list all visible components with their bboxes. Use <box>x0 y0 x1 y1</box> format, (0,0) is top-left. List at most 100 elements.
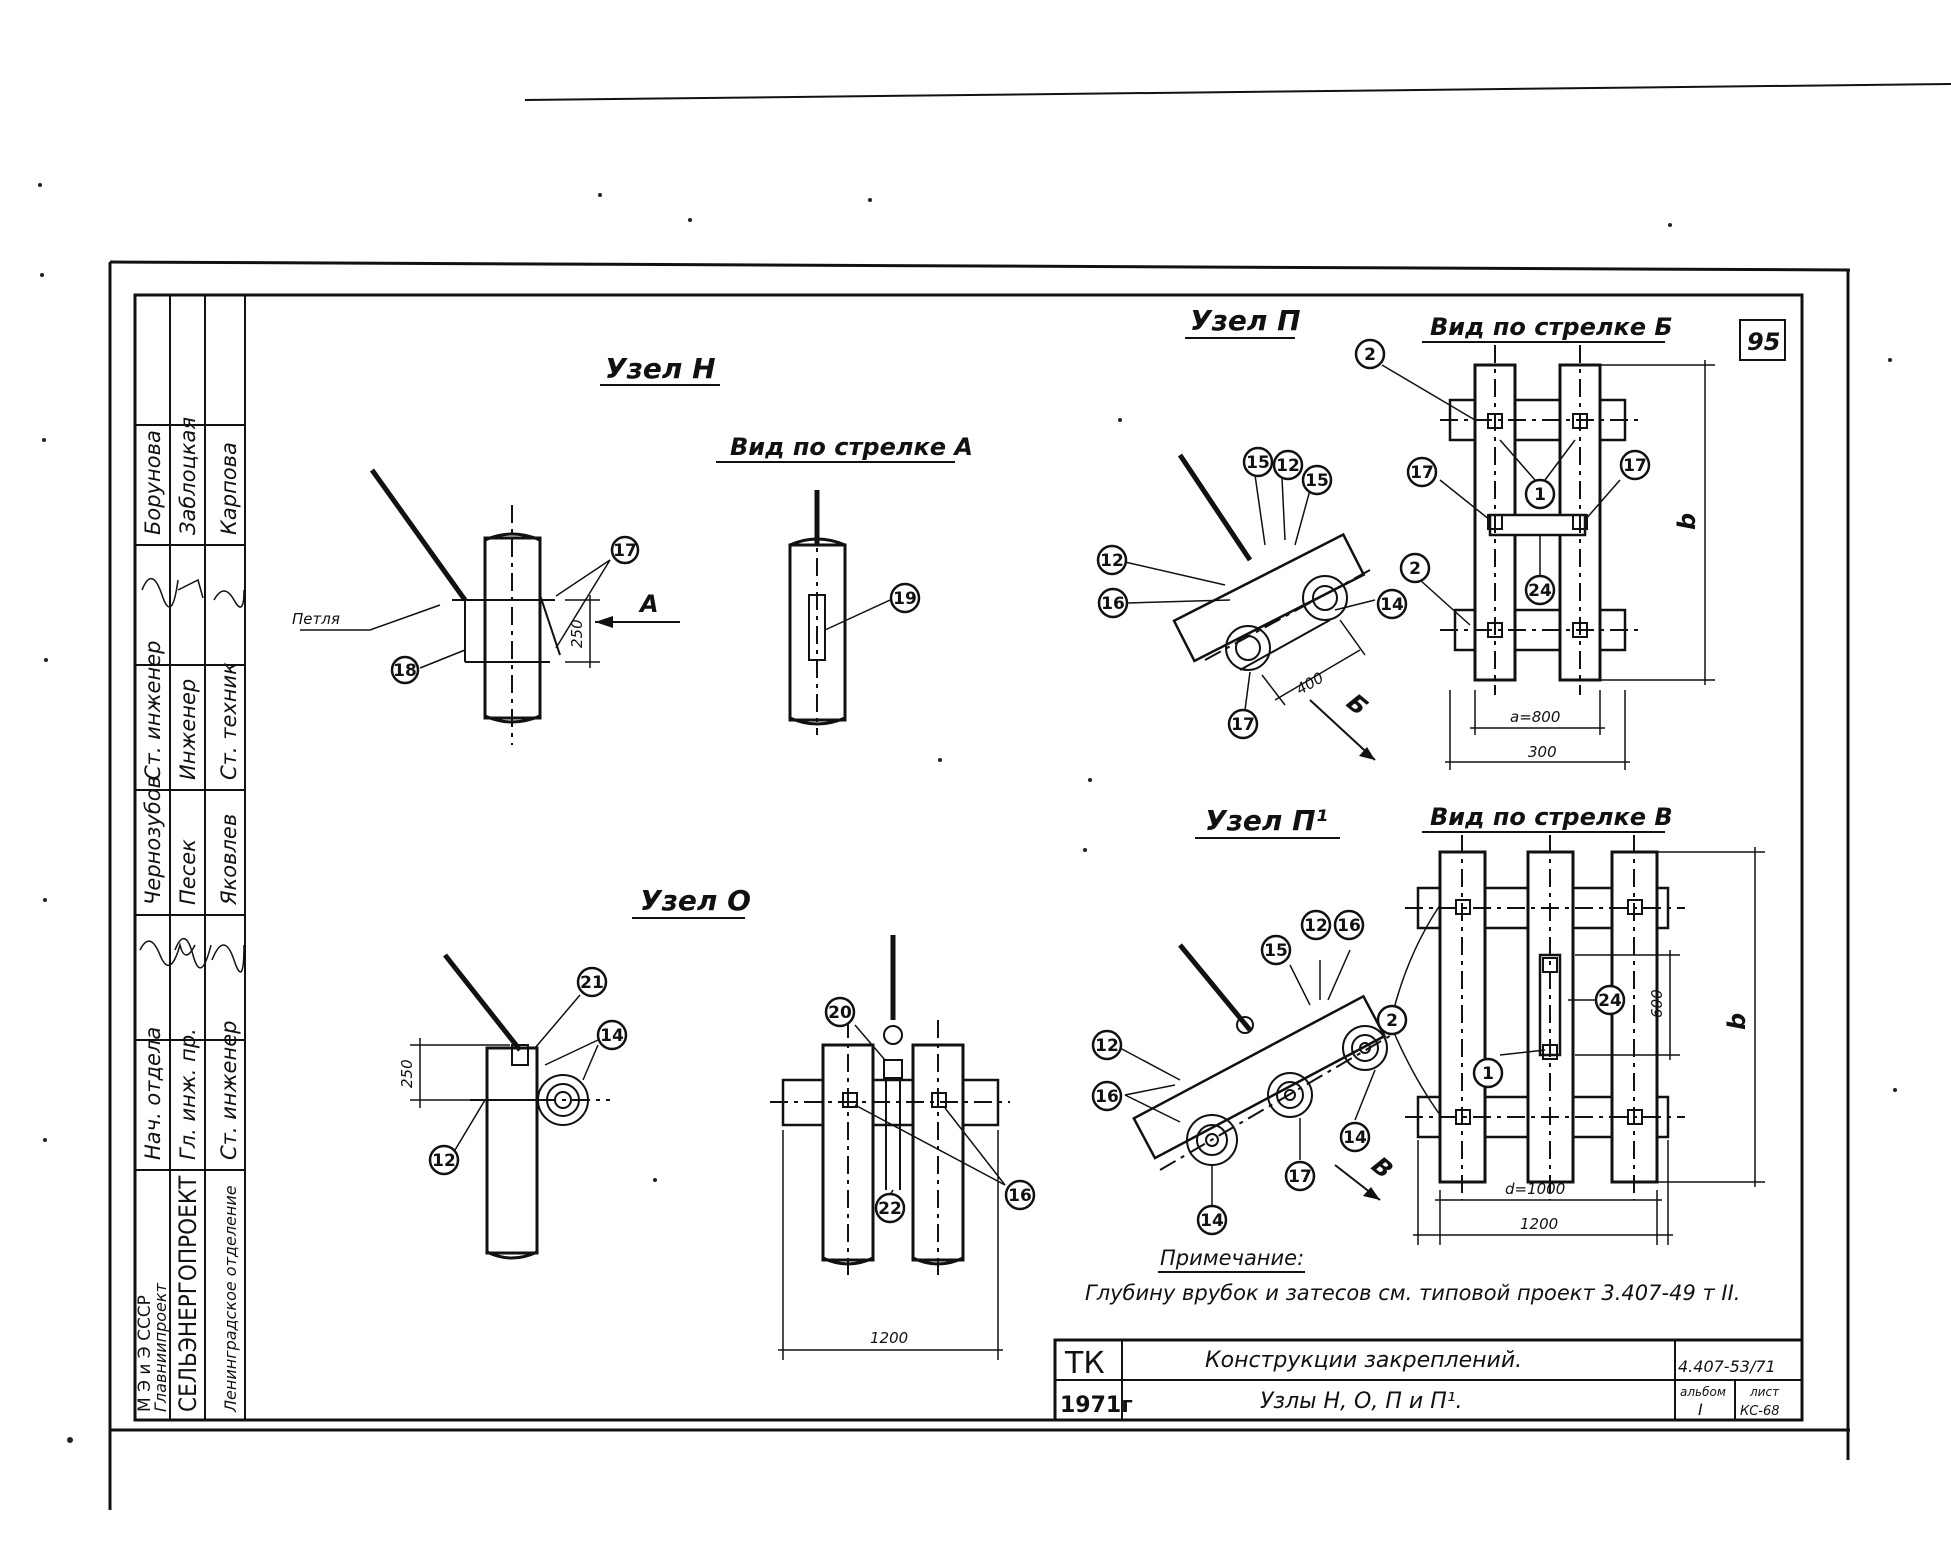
title-line-2: Узлы Н, О, П и П¹. <box>1260 1389 1463 1414</box>
album-label: альбом <box>1680 1385 1726 1399</box>
callout-p1-16: 16 <box>1091 1080 1123 1112</box>
svg-text:12: 12 <box>1276 456 1300 476</box>
stamp-org-4: Ленинградское отделение <box>221 1185 240 1413</box>
signature-3 <box>211 944 245 973</box>
stamp-role-3: Ст. инженер <box>217 1021 241 1160</box>
title-code: ТК <box>1064 1346 1105 1381</box>
svg-text:15: 15 <box>1305 471 1329 491</box>
callout-21: 21 <box>576 966 608 998</box>
svg-text:18: 18 <box>393 661 417 681</box>
title-year: 1971г <box>1060 1393 1133 1418</box>
arrow-b-label: Б <box>1341 688 1373 721</box>
stamp-name-2: Песек <box>176 839 200 905</box>
title-line-1: Конструкции закреплений. <box>1205 1348 1522 1373</box>
node-p-view-title: Вид по стрелке Б <box>1430 313 1673 341</box>
node-p: Узел П 400 Б 15 12 15 12 16 14 <box>1096 304 1715 770</box>
album-value: I <box>1698 1400 1703 1419</box>
callout-p-17a: 17 <box>1406 456 1438 488</box>
stamp-org-2: Главниипроект <box>151 1282 170 1412</box>
callout-20: 20 <box>824 996 856 1028</box>
node-p1-dim-b: 1200 <box>1520 1215 1558 1233</box>
callout-p1-24: 24 <box>1594 984 1626 1016</box>
svg-text:24: 24 <box>1528 581 1552 601</box>
node-p1-dim-vert2: b <box>1723 1013 1751 1030</box>
title-block: ТК 1971г Конструкции закреплений. Узлы Н… <box>1053 1338 1804 1422</box>
stamp-name-1: Чернозубов <box>141 776 165 905</box>
svg-text:1: 1 <box>1534 485 1546 505</box>
top-margin-line <box>524 83 1951 101</box>
svg-text:14: 14 <box>1380 595 1404 615</box>
stamp-org-1: М Э и Э СССР <box>135 1295 155 1412</box>
callout-14: 14 <box>596 1019 628 1051</box>
svg-text:17: 17 <box>1623 456 1647 476</box>
loop-label: Петля <box>292 610 340 628</box>
node-n-title: Узел Н <box>605 352 716 385</box>
stamp-role-4: Ст. инженер <box>141 641 165 780</box>
note-text: Глубину врубок и затесов см. типовой про… <box>1085 1281 1740 1305</box>
callout-16: 16 <box>1004 1179 1036 1211</box>
node-o: Узел О 250 21 14 12 <box>398 884 1036 1360</box>
signature-4 <box>141 578 179 608</box>
callout-p-15: 15 <box>1242 446 1274 478</box>
note-heading: Примечание: <box>1160 1246 1304 1270</box>
callout-p-12: 12 <box>1272 449 1304 481</box>
stamp-name-5: Заблоцкая <box>176 417 200 535</box>
stamp-name-3: Яковлев <box>217 814 241 906</box>
node-o-dim-b: 1200 <box>870 1329 908 1347</box>
callout-p-12b: 12 <box>1096 544 1128 576</box>
svg-text:17: 17 <box>1231 715 1255 735</box>
arrow-a-label: А <box>638 590 659 618</box>
callout-p-2: 2 <box>1354 338 1386 370</box>
callout-17: 17 <box>610 535 640 565</box>
svg-text:14: 14 <box>600 1026 624 1046</box>
sheet-number: 95 <box>1747 328 1780 356</box>
left-stamp: Нач. отдела Чернозубов Гл. инж. пр. Песе… <box>134 295 246 1420</box>
svg-text:2: 2 <box>1364 345 1376 365</box>
callout-p-1: 1 <box>1524 478 1556 510</box>
callout-18: 18 <box>390 655 420 685</box>
svg-text:12: 12 <box>1100 551 1124 571</box>
node-p-title: Узел П <box>1190 304 1301 337</box>
callout-p1-12: 12 <box>1091 1029 1123 1061</box>
svg-text:12: 12 <box>432 1151 456 1171</box>
stamp-role-5: Инженер <box>176 679 200 780</box>
callout-19: 19 <box>889 582 921 614</box>
svg-text:24: 24 <box>1598 991 1622 1011</box>
svg-text:16: 16 <box>1008 1186 1032 1206</box>
svg-text:15: 15 <box>1246 453 1270 473</box>
svg-text:19: 19 <box>893 589 917 609</box>
svg-text:2: 2 <box>1409 559 1421 579</box>
signature-1 <box>139 940 196 967</box>
node-p1-view-title: Вид по стрелке В <box>1430 803 1673 831</box>
stamp-role-1: Нач. отдела <box>141 1027 165 1160</box>
signature-2 <box>174 938 212 969</box>
svg-text:21: 21 <box>580 973 604 993</box>
sheet-number-box: 95 <box>1739 319 1786 361</box>
svg-text:12: 12 <box>1095 1036 1119 1056</box>
svg-text:1: 1 <box>1482 1064 1494 1084</box>
svg-text:16: 16 <box>1337 916 1361 936</box>
callout-p1-16b: 16 <box>1333 909 1365 941</box>
svg-text:17: 17 <box>1288 1167 1312 1187</box>
node-p-dim-vert: b <box>1673 513 1701 530</box>
doc-number: 4.407-53/71 <box>1678 1357 1776 1376</box>
callout-p-17b: 17 <box>1619 449 1651 481</box>
scan-specks <box>38 183 1897 1443</box>
node-p1-dim-vert: 600 <box>1648 989 1666 1018</box>
node-n: Узел Н Петля 250 А 17 18 Вид по стрелке … <box>292 352 973 745</box>
svg-text:14: 14 <box>1343 1128 1367 1148</box>
callout-p1-17: 17 <box>1284 1160 1316 1192</box>
svg-text:16: 16 <box>1101 594 1125 614</box>
callout-p-16: 16 <box>1097 587 1129 619</box>
svg-text:2: 2 <box>1386 1011 1398 1031</box>
svg-text:22: 22 <box>878 1199 902 1219</box>
callout-p1-14: 14 <box>1196 1204 1228 1236</box>
stamp-role-6: Ст. техник <box>217 662 241 780</box>
sheet-label: лист <box>1749 1385 1780 1399</box>
node-o-title: Узел О <box>640 884 751 917</box>
node-p1-title: Узел П¹ <box>1205 804 1328 837</box>
callout-p-2b: 2 <box>1399 552 1431 584</box>
stamp-name-4: Борунова <box>141 430 165 535</box>
stamp-name-6: Карпова <box>217 442 241 535</box>
